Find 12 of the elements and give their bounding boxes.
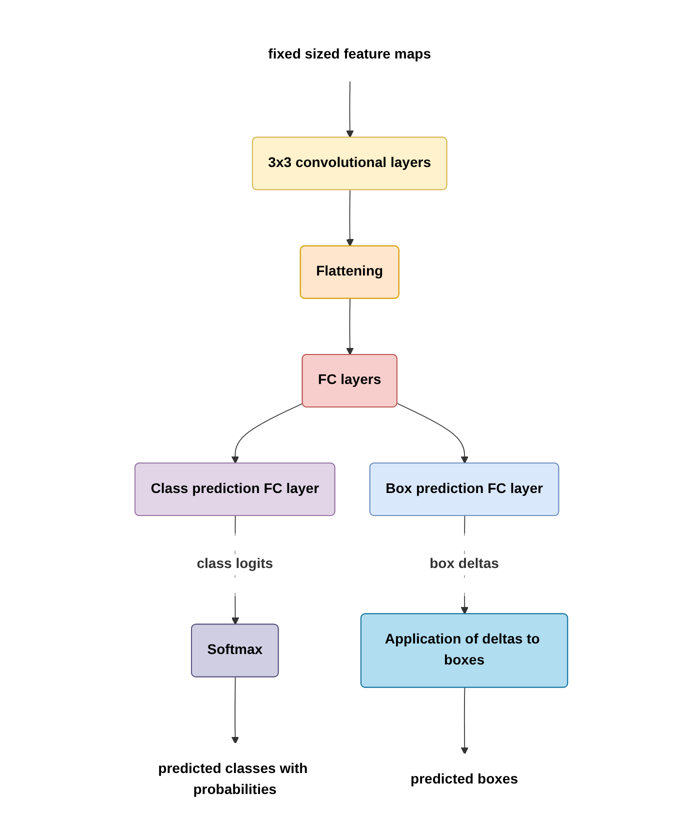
arrow	[346, 298, 354, 355]
node-text: fixed sized feature maps	[268, 46, 431, 62]
arrow	[346, 80, 354, 138]
arrow	[231, 402, 303, 464]
arrow	[460, 686, 468, 754]
edge-label: box deltas	[429, 556, 499, 572]
node-text: predicted boxes	[410, 772, 518, 787]
arrow	[231, 676, 239, 744]
edge-label: class logits	[196, 556, 273, 572]
arrow	[396, 402, 468, 464]
arrow	[346, 189, 354, 246]
node-text: predicted classes with probabilities	[158, 761, 308, 798]
